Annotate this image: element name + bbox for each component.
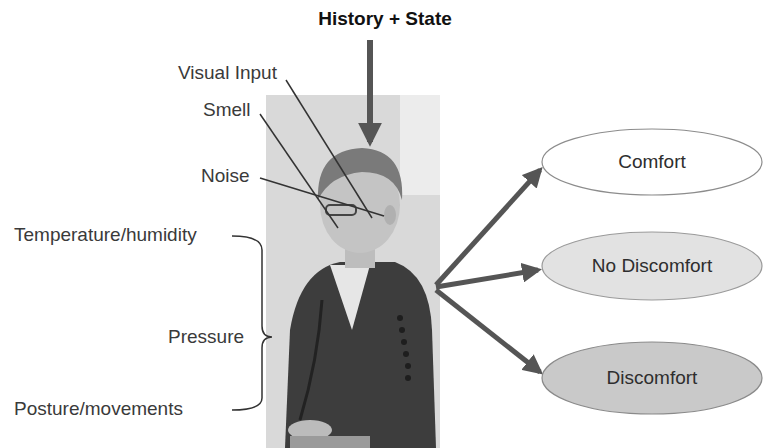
ellipse-outline [542, 342, 762, 414]
input-arrow [367, 40, 373, 142]
output-arrow [436, 270, 538, 287]
sense-label: Temperature/humidity [14, 224, 197, 246]
output-arrow [436, 170, 540, 285]
sense-label: Noise [201, 165, 250, 187]
leader-line [286, 80, 372, 218]
sense-label: Smell [203, 99, 251, 121]
sense-label: Pressure [168, 326, 244, 348]
sense-label: Visual Input [178, 62, 277, 84]
outcome-text: No Discomfort [592, 255, 712, 277]
output-arrow [436, 290, 540, 372]
input-heading: History + State [318, 8, 452, 30]
ellipse-outline [542, 129, 762, 195]
leader-line [260, 114, 338, 228]
person-photo [266, 95, 440, 448]
outcome-text: Discomfort [607, 367, 698, 389]
outcome-text: Comfort [618, 151, 686, 173]
leader-line [260, 178, 384, 216]
sense-label: Posture/movements [14, 398, 183, 420]
ellipse-outline [542, 232, 762, 300]
outcome-ellipse: No Discomfort [541, 231, 763, 301]
outcome-ellipse: Comfort [541, 128, 763, 196]
bracket [232, 236, 272, 410]
outcome-ellipse: Discomfort [541, 341, 763, 415]
